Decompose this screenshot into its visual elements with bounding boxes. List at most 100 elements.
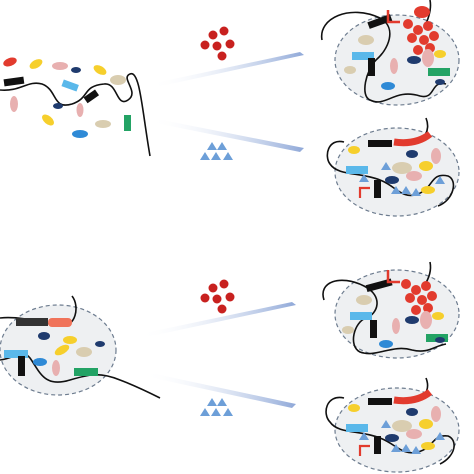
red-ligand — [405, 293, 415, 303]
protein-ellipse-icon — [63, 336, 77, 344]
red-ligand — [427, 291, 437, 301]
blue-triangle — [217, 142, 227, 150]
dna-segment-black — [368, 398, 392, 405]
protein-ellipse-icon — [406, 150, 418, 158]
protein-ellipse-icon — [52, 360, 60, 376]
protein-ellipse-icon — [434, 50, 446, 58]
protein-ellipse-icon — [431, 148, 441, 164]
blue-triangle — [217, 398, 227, 406]
blue-triangle — [359, 174, 369, 182]
protein-ellipse-icon — [381, 82, 395, 90]
dna-segment-black — [3, 76, 25, 87]
protein-ellipse-icon — [348, 146, 360, 154]
protein-complex — [344, 6, 446, 90]
protein-complex — [342, 270, 445, 348]
blue-triangle — [200, 408, 210, 416]
blue-triangle — [411, 446, 421, 454]
dna-segment-black — [368, 140, 392, 147]
dna-segment-black-2 — [374, 436, 381, 454]
red-ligand — [225, 39, 235, 49]
protein-ellipse-icon — [344, 66, 356, 74]
protein-ellipse-icon — [392, 420, 412, 432]
blue-triangle — [391, 186, 401, 194]
cell-bottom-blue — [325, 377, 460, 473]
red-ligand-cluster-icon — [208, 30, 218, 40]
protein-ellipse-icon — [53, 103, 63, 109]
cell-bottom-source — [0, 295, 161, 399]
protein-ellipse-icon — [435, 79, 445, 85]
protein-ellipse-icon — [42, 114, 54, 126]
cell-bottom-red — [322, 261, 460, 359]
blue-triangle — [223, 152, 233, 160]
protein-complex — [348, 404, 445, 454]
protein-ellipse-icon — [95, 120, 111, 128]
dna-segment-black-2 — [370, 320, 377, 338]
protein-ellipse-icon — [435, 337, 445, 343]
protein-ellipse-icon — [71, 67, 81, 73]
dna-segment-black-2 — [368, 58, 375, 76]
protein-complex — [348, 146, 445, 196]
protein-ellipse-icon — [356, 295, 372, 305]
blue-triangle — [359, 432, 369, 440]
red-ligand — [413, 45, 423, 55]
cell-top-red — [321, 0, 460, 106]
protein-ellipse-icon — [406, 408, 418, 416]
protein-ellipse-icon — [33, 358, 47, 366]
protein-ellipse-icon — [407, 56, 421, 64]
protein-ellipse-icon — [431, 406, 441, 422]
transition-arrow-icon — [140, 302, 296, 338]
blue-triangle — [391, 444, 401, 452]
protein-ellipse-icon — [10, 96, 18, 112]
dna-segment-light-blue — [346, 166, 368, 174]
red-arrow-icon — [386, 10, 400, 24]
red-ligand — [417, 295, 427, 305]
blue-triangle-ligand-cluster-icon — [207, 142, 217, 150]
protein-ellipse-icon — [421, 186, 435, 194]
dna-strand — [0, 73, 151, 157]
blue-triangle — [401, 186, 411, 194]
red-ligand — [225, 292, 235, 302]
blue-triangle-ligand-cluster-icon — [207, 398, 217, 406]
protein-ellipse-icon — [95, 341, 105, 347]
dna-segment-light-blue — [350, 312, 372, 320]
red-ligand — [423, 21, 433, 31]
dna-segment-black-2 — [374, 180, 381, 198]
protein-ellipse-icon — [93, 65, 107, 75]
protein-ellipse-icon — [76, 347, 92, 357]
protein-ellipse-icon — [414, 6, 430, 18]
red-ligand — [411, 305, 421, 315]
blue-triangle — [381, 162, 391, 170]
protein-ellipse-icon — [38, 332, 50, 340]
red-ligand — [413, 25, 423, 35]
dna-segment-black-2 — [18, 356, 25, 376]
protein-ellipse-icon — [385, 434, 399, 442]
red-ligand — [407, 33, 417, 43]
dna-segment-salmon — [48, 318, 72, 327]
protein-ellipse-icon — [405, 316, 419, 324]
red-ligand — [423, 303, 433, 313]
dna-segment-black — [365, 278, 393, 292]
dna-segment-light-blue — [352, 52, 374, 60]
dna-segment-red — [393, 389, 433, 405]
protein-ellipse-icon — [342, 326, 354, 334]
blue-triangle — [211, 152, 221, 160]
red-ligand — [200, 40, 210, 50]
red-ligand — [219, 279, 229, 289]
free-dna-panel-top — [0, 57, 151, 157]
dna-segment-black — [16, 318, 48, 326]
blue-triangle — [200, 152, 210, 160]
blue-triangle — [435, 432, 445, 440]
red-arrow-icon — [358, 186, 370, 198]
protein-ellipse-icon — [406, 429, 422, 439]
dna-strand — [321, 11, 447, 103]
protein-ellipse-icon — [29, 59, 43, 69]
red-ligand — [429, 31, 439, 41]
transition-arrow-icon — [150, 52, 304, 88]
protein-ellipse-icon — [52, 62, 68, 70]
transition-arrow-icon — [144, 372, 296, 408]
blue-triangle — [223, 408, 233, 416]
dna-segment-green — [74, 368, 98, 376]
protein-ellipse-icon — [358, 35, 374, 45]
protein-ellipse-icon — [76, 103, 84, 117]
protein-ellipse-icon — [385, 176, 399, 184]
